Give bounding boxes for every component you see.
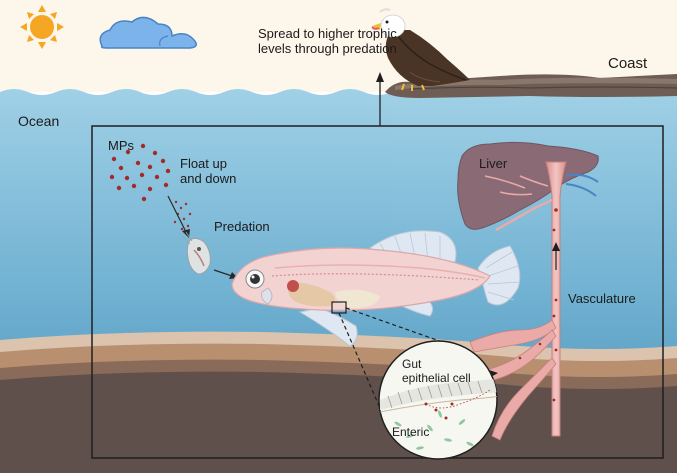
arrow-to-zooplankton [167,195,190,238]
zooplankton-icon [181,231,211,275]
label-enteric: Enteric [392,425,430,439]
seafloor [0,331,677,473]
arrow-up-vessel [552,242,560,270]
label-spread: Spread to higher trophic levels through … [258,26,397,57]
label-mps: MPs [108,138,134,153]
label-gut-epithelial-cell: Gut epithelial cell [402,357,471,386]
inset-frame [91,125,664,459]
cloud-icon [99,16,197,49]
label-coast: Coast [608,55,648,72]
sinking-particles [173,200,192,231]
label-float: Float up and down [180,156,237,187]
label-liver: Liver [479,156,508,171]
gut-magnifier-icon [378,340,498,460]
label-ocean: Ocean [18,113,60,129]
label-vasculature: Vasculature [568,291,636,306]
zoom-lines [338,307,449,416]
sun-icon [20,5,64,49]
label-predation: Predation [214,219,270,234]
fish-icon [231,230,521,347]
blood-vessel-icon [469,161,599,441]
arrow-up-to-coast [376,72,384,126]
microplastic-particles [109,143,171,202]
eagle-icon [371,8,470,91]
